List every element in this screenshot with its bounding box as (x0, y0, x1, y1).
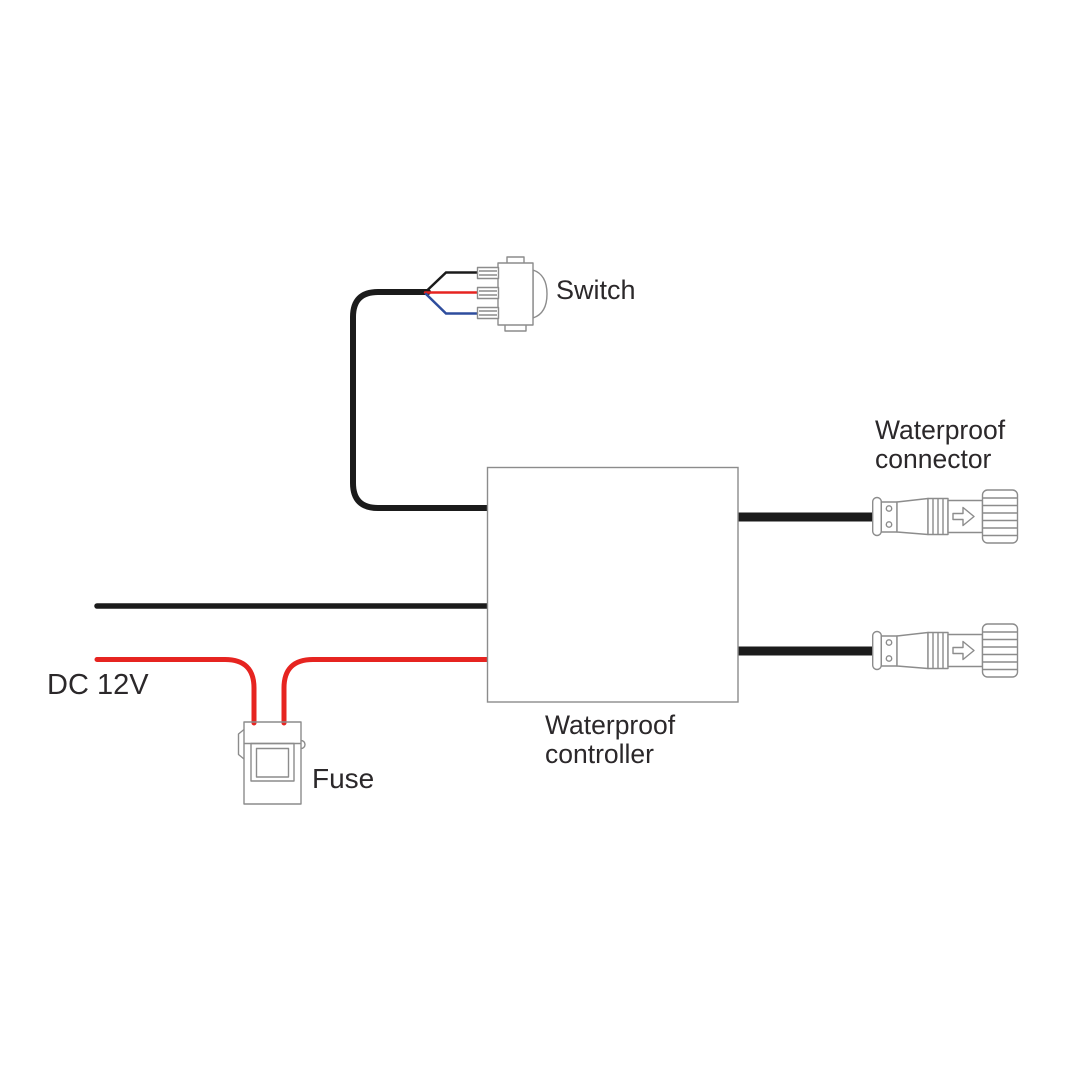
red-wires (94, 291, 490, 726)
switch-lead-blue (424, 292, 480, 315)
dc-12v-label: DC 12V (47, 669, 149, 701)
switch-terminal (476, 286, 500, 300)
switch-lead-black (424, 271, 480, 293)
black-wires (94, 271, 882, 656)
controller-box (486, 466, 739, 703)
switch-cable-wire (350, 289, 491, 511)
fuse-holder (237, 721, 306, 805)
connector-label-line1: Waterproof (875, 415, 1006, 445)
switch-rocker (532, 269, 548, 319)
fuse-label: Fuse (312, 763, 374, 794)
connector-label-line2: connector (875, 444, 992, 474)
controller-label-line2: controller (545, 739, 654, 769)
switch-terminals (476, 266, 500, 320)
controller-label-line1: Waterproof (545, 710, 676, 740)
switch-terminal (476, 266, 500, 280)
waterproof-connector-top (872, 489, 1019, 544)
switch-label: Switch (556, 275, 636, 305)
fuse-window-outer (250, 742, 295, 782)
dc-positive-wire-out (281, 657, 490, 726)
fuse-knob (300, 739, 306, 750)
switch-terminal (476, 306, 500, 320)
fuse-window-inner (255, 747, 290, 778)
waterproof-connector-bottom (872, 623, 1019, 678)
dc-positive-wire-in (94, 657, 257, 726)
rocker-switch (476, 256, 548, 332)
fuse-tab (237, 728, 245, 760)
fuse-body (243, 721, 302, 805)
switch-body (497, 262, 534, 326)
